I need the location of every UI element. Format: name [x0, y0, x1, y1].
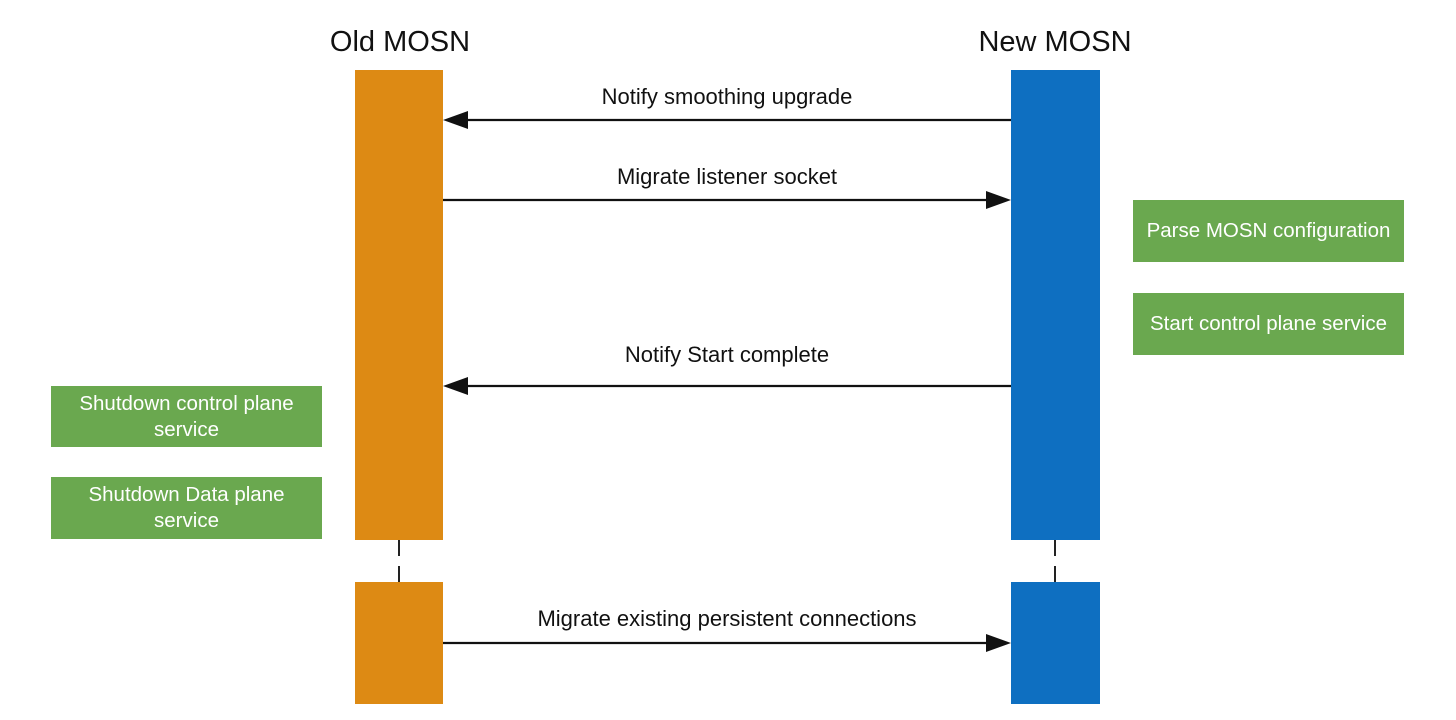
old-mosn-title: Old MOSN [329, 26, 471, 58]
note-start-control-plane-text: Start control plane service [1149, 312, 1387, 335]
message-notify-start-complete: Notify Start complete [624, 342, 830, 367]
message-notify-smoothing-upgrade: Notify smoothing upgrade [601, 84, 853, 109]
note-parse-mosn-configuration: Parse MOSN configuration [1133, 200, 1404, 262]
notify-upgrade-arrowhead [443, 111, 468, 129]
new-mosn-activation-bar-2 [1011, 582, 1100, 704]
migrate-listener-arrowhead [986, 191, 1011, 209]
note-shutdown-data-plane-text: Shutdown Data plane service [88, 483, 285, 532]
note-shutdown-data-plane: Shutdown Data plane service [51, 477, 322, 539]
note-start-control-plane: Start control plane service [1133, 293, 1404, 355]
new-mosn-activation-bar [1011, 70, 1100, 540]
message-migrate-listener-socket: Migrate listener socket [616, 164, 838, 189]
message-migrate-persistent-connections: Migrate existing persistent connections [537, 606, 917, 631]
note-shutdown-control-plane-text: Shutdown control plane service [79, 391, 294, 441]
old-mosn-activation-bar [355, 70, 443, 540]
note-shutdown-control-plane: Shutdown control plane service [51, 386, 322, 447]
new-mosn-title: New MOSN [978, 26, 1132, 58]
note-parse-mosn-configuration-text: Parse MOSN configuration [1146, 219, 1391, 242]
migrate-connections-arrowhead [986, 634, 1011, 652]
old-mosn-activation-bar-2 [355, 582, 443, 704]
notify-start-arrowhead [443, 377, 468, 395]
